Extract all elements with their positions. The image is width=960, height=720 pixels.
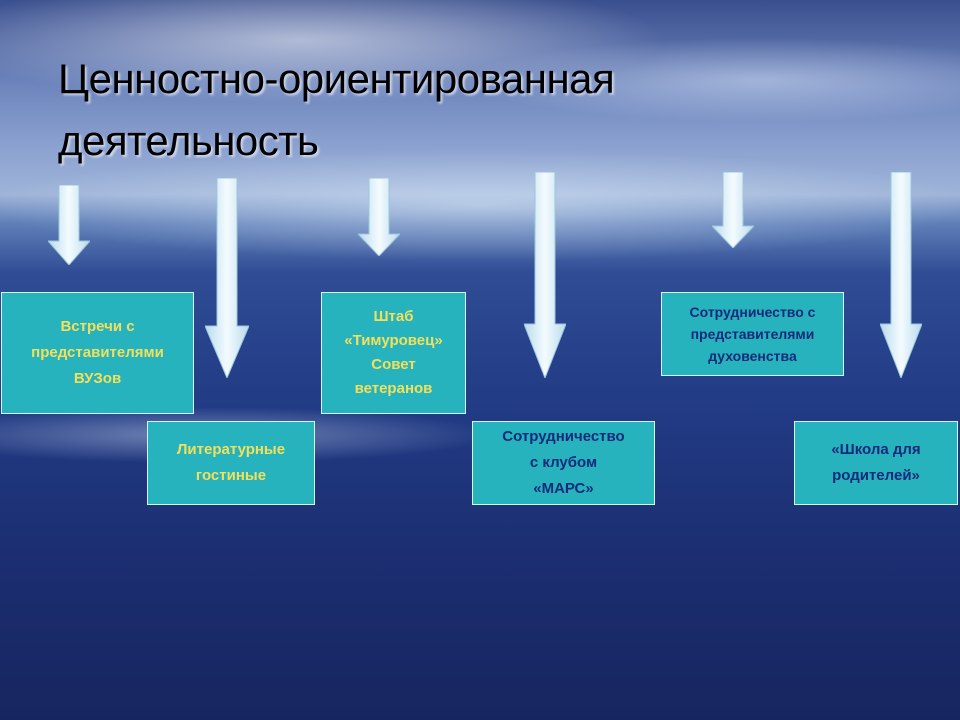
- box-text-line: Сотрудничество: [502, 428, 625, 445]
- box-timurovets: Штаб «Тимуровец» Совет ветеранов: [321, 292, 466, 414]
- box-text-line: ветеранов: [354, 380, 433, 397]
- box-text-line: с клубом: [529, 454, 598, 471]
- box-text-line: Штаб: [373, 308, 414, 325]
- slide-title: Ценностно-ориентированная деятельность: [58, 48, 615, 172]
- box-text-line: «МАРС»: [533, 480, 594, 497]
- box-text-line: духовенства: [708, 348, 797, 364]
- arrow-down-icon: [712, 172, 754, 248]
- box-text-line: Встречи с: [60, 318, 135, 335]
- arrow-down-icon: [358, 178, 400, 256]
- title-line-1: Ценностно-ориентированная: [58, 55, 615, 102]
- arrow-down-icon: [524, 172, 566, 378]
- arrow-down-icon: [48, 185, 90, 265]
- box-text-line: «Тимуровец»: [344, 332, 443, 349]
- box-text-line: представителями: [31, 344, 164, 361]
- box-literary-salons: Литературные гостиные: [147, 421, 315, 505]
- box-vuz-meetings: Встречи с представителями ВУЗов: [1, 292, 194, 414]
- box-text-line: гостиные: [195, 467, 267, 484]
- box-clergy: Сотрудничество с представителями духовен…: [661, 292, 844, 376]
- box-text-line: родителей»: [832, 467, 920, 484]
- box-parents-school: «Школа для родителей»: [794, 421, 958, 505]
- box-text-line: Литературные: [176, 441, 286, 458]
- box-text-line: представителями: [690, 326, 815, 342]
- arrow-down-icon: [880, 172, 922, 378]
- box-text-line: Сотрудничество с: [689, 304, 816, 320]
- box-text-line: «Школа для: [831, 441, 921, 458]
- box-text-line: Совет: [371, 356, 416, 373]
- arrow-down-icon: [205, 178, 249, 378]
- box-mars-club: Сотрудничество с клубом «МАРС»: [472, 421, 655, 505]
- box-text-line: ВУЗов: [73, 370, 122, 387]
- title-line-2: деятельность: [58, 117, 319, 164]
